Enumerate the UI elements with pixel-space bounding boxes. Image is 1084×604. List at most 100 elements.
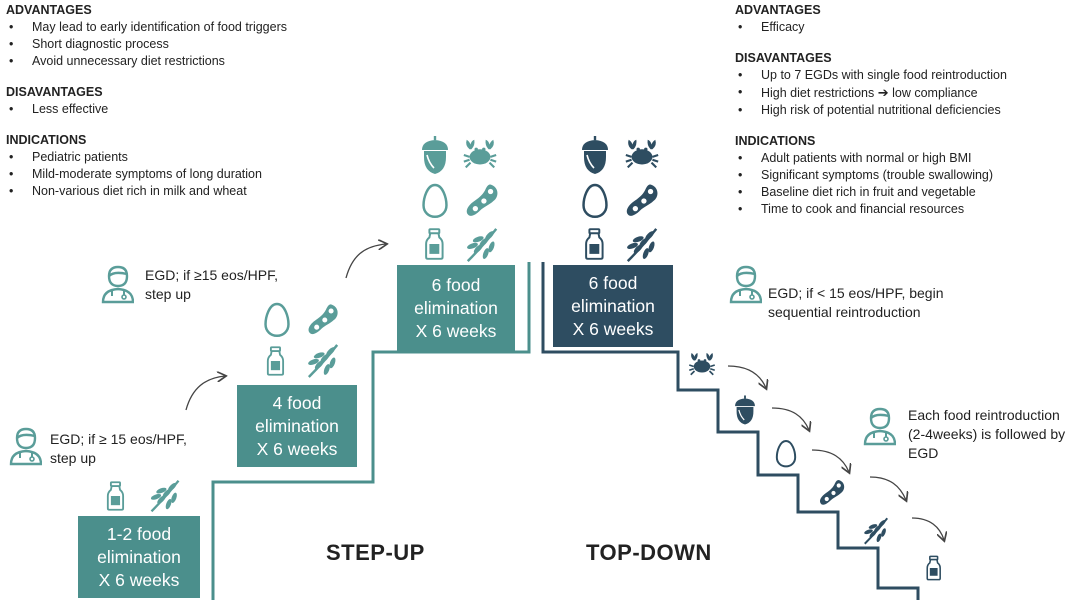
disadvantages-heading: DISAVANTAGES [6,85,103,99]
milk-bottle-icon [425,228,444,260]
box-line: elimination [97,546,181,567]
step-up-staircase-line [211,262,531,600]
wheat-icon [626,228,658,263]
step-arrow [811,449,849,472]
box-line: 4 food [272,392,322,413]
egd-note-top-down: EGD; if < 15 eos/HPF, begin sequential r… [768,284,943,322]
soy-icon [466,184,498,216]
crab-icon [688,353,716,376]
six-food-step-up-box: 6 food elimination X 6 weeks [397,265,515,351]
list-item: May lead to early identification of food… [6,19,287,36]
advantages-list: May lead to early identification of food… [6,19,287,70]
nut-icon [735,395,755,425]
milk-bottle-icon [585,228,604,260]
indications-list: Pediatric patients Mild-moderate symptom… [6,149,287,200]
note-line: (2-4weeks) is followed by [908,426,1066,442]
doctor-icon [729,265,762,304]
advantages-heading: ADVANTAGES [735,3,821,17]
step-arrow [345,244,386,279]
step-arrow [185,376,225,411]
list-item: Short diagnostic process [6,36,287,53]
top-down-staircase-line [541,262,920,600]
list-item-text: low compliance [892,86,978,100]
box-line: X 6 weeks [415,320,497,341]
box-line: elimination [255,415,339,436]
wheat-icon [864,517,889,545]
list-item: Significant symptoms (trouble swallowing… [735,167,1007,184]
note-line: step up [145,286,191,302]
step-arrow [727,365,766,388]
box-line: 1-2 food [106,523,172,544]
advantages-heading: ADVANTAGES [6,3,92,17]
egg-icon [775,440,797,468]
top-down-info-panel: ADVANTAGES Efficacy DISAVANTAGES Up to 7… [735,2,1007,232]
step-arrow [911,517,944,540]
note-line: step up [50,450,96,466]
milk-bottle-icon [106,481,125,511]
egd-note-step-1: EGD; if ≥ 15 eos/HPF, step up [50,430,187,468]
list-item: Up to 7 EGDs with single food reintroduc… [735,67,1007,84]
four-food-box: 4 food elimination X 6 weeks [237,385,357,467]
box-line: elimination [571,295,655,316]
list-item: Baseline diet rich in fruit and vegetabl… [735,184,1007,201]
top-down-label: TOP-DOWN [586,540,712,565]
list-item: Efficacy [735,19,1007,36]
box-line: X 6 weeks [98,569,180,590]
note-line: EGD; if ≥15 eos/HPF, [145,267,278,283]
list-item: High risk of potential nutritional defic… [735,102,1007,119]
advantages-list: Efficacy [735,19,1007,36]
note-line: EGD; if < 15 eos/HPF, begin [768,285,944,301]
box-line: 6 food [431,274,481,295]
note-line: Each food reintroduction [908,407,1060,423]
indications-heading: INDICATIONS [6,133,87,147]
box-line: X 6 weeks [256,438,338,459]
egg-icon [422,183,448,219]
egd-note-step-2: EGD; if ≥15 eos/HPF, step up [145,266,278,304]
right-arrow-icon: ➔ [877,85,889,100]
soy-icon [626,184,658,216]
list-item: Mild-moderate symptoms of long duration [6,166,287,183]
note-line: EGD [908,445,939,461]
six-food-top-down-box: 6 food elimination X 6 weeks [553,265,673,347]
milk-bottle-icon [926,555,941,581]
egg-icon [582,183,608,219]
nut-icon [582,136,608,174]
soy-icon [819,479,845,505]
wheat-icon [466,228,498,263]
egd-note-reintroduction: Each food reintroduction (2-4weeks) is f… [908,406,1065,463]
indications-heading: INDICATIONS [735,134,816,148]
note-line: EGD; if ≥ 15 eos/HPF, [50,431,187,447]
wheat-icon [150,479,180,513]
crab-icon [625,139,659,169]
egg-icon [264,302,290,338]
list-item-text: High diet restrictions [761,86,875,100]
doctor-icon [9,427,42,466]
disadvantages-list: Less effective [6,101,287,118]
doctor-icon [101,265,134,304]
step-arrow [771,407,809,430]
indications-list: Adult patients with normal or high BMI S… [735,150,1007,218]
note-line: sequential reintroduction [768,304,921,320]
box-line: elimination [414,297,498,318]
disadvantages-heading: DISAVANTAGES [735,51,832,65]
step-up-label: STEP-UP [326,540,425,565]
box-line: X 6 weeks [572,318,654,339]
list-item: High diet restrictions ➔ low compliance [735,84,1007,102]
step-arrow [869,476,906,500]
milk-bottle-icon [266,346,285,376]
nut-icon [422,136,448,174]
doctor-icon [863,407,896,446]
disadvantages-list: Up to 7 EGDs with single food reintroduc… [735,67,1007,119]
list-item: Time to cook and financial resources [735,201,1007,218]
one-two-food-box: 1-2 food elimination X 6 weeks [78,516,200,598]
wheat-icon [307,344,339,378]
soy-icon [308,304,338,335]
step-up-info-panel: ADVANTAGES May lead to early identificat… [6,2,287,214]
list-item: Non-various diet rich in milk and wheat [6,183,287,200]
list-item: Less effective [6,101,287,118]
list-item: Avoid unnecessary diet restrictions [6,53,287,70]
list-item: Pediatric patients [6,149,287,166]
crab-icon [463,139,497,169]
